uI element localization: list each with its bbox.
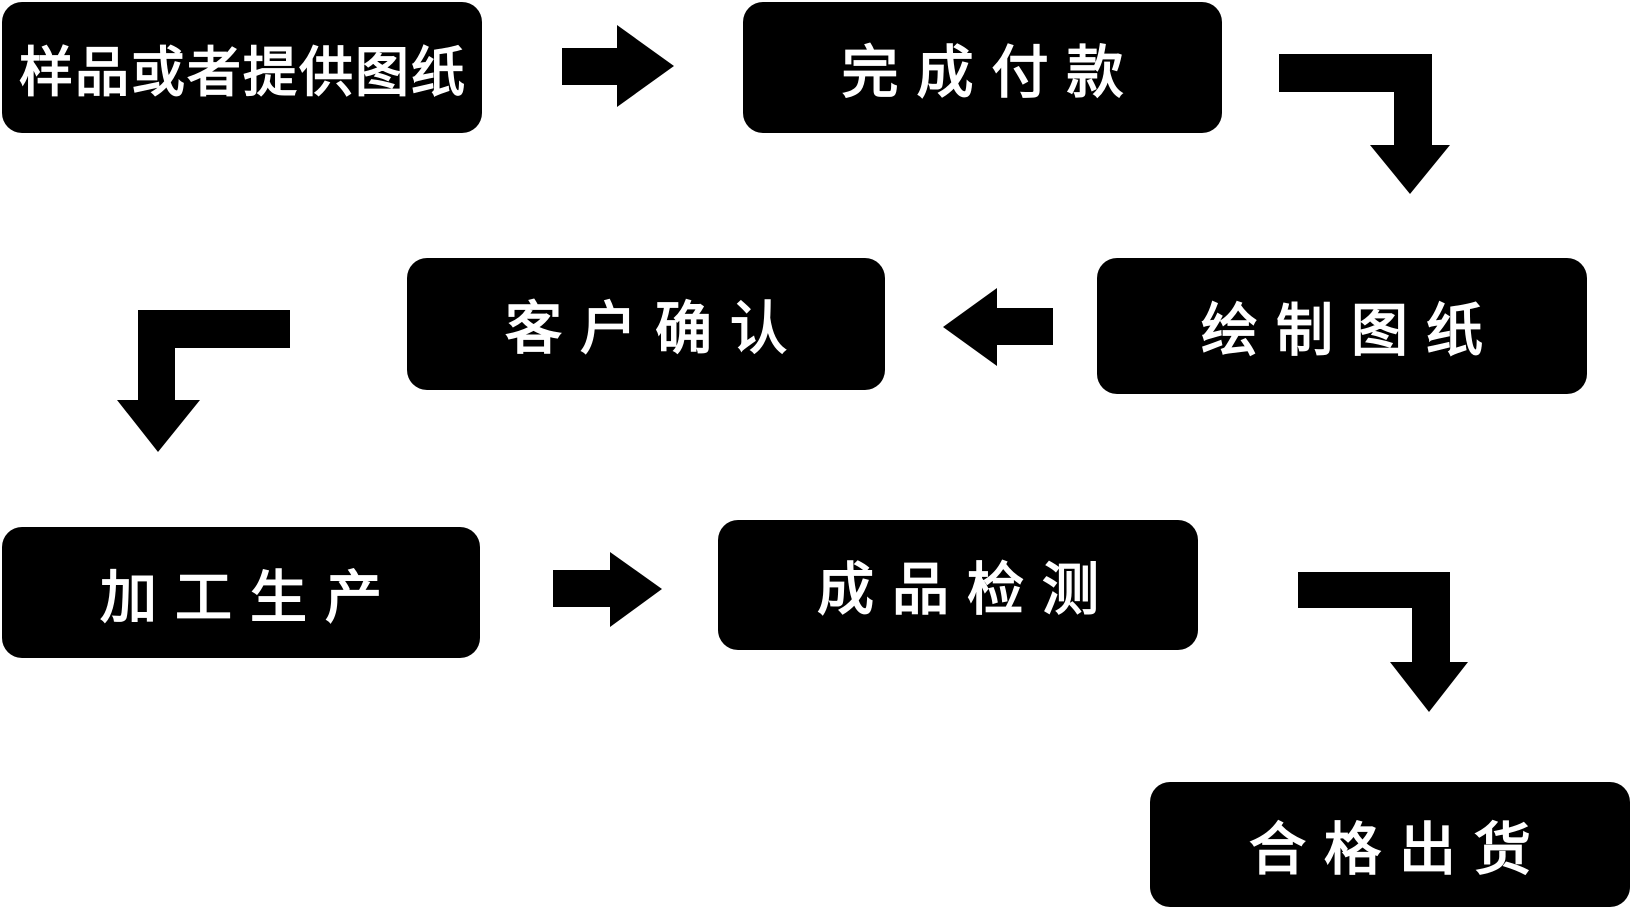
node-sample: 样品或者提供图纸 — [2, 2, 482, 133]
node-draw: 绘制图纸 — [1097, 258, 1587, 394]
left-arrow-icon-draw-to-confirm — [943, 288, 1053, 366]
right-arrow-icon-sample-to-payment — [562, 25, 674, 107]
node-production: 加工生产 — [2, 527, 480, 658]
elbow-down-arrow-icon-inspection-to-shipment — [1298, 572, 1468, 712]
node-shipment: 合格出货 — [1150, 782, 1630, 907]
elbow-down-arrow-icon-payment-to-draw — [1279, 54, 1450, 194]
node-inspection-label: 成品检测 — [817, 557, 1117, 623]
node-confirm: 客户确认 — [407, 258, 885, 390]
node-inspection: 成品检测 — [718, 520, 1198, 650]
right-arrow-icon-production-to-inspection — [553, 552, 662, 627]
node-payment-label: 完成付款 — [841, 39, 1142, 106]
node-draw-label: 绘制图纸 — [1201, 298, 1501, 364]
node-payment: 完成付款 — [743, 2, 1222, 133]
elbow-down-left-arrow-icon-confirm-to-production — [117, 310, 290, 452]
node-shipment-label: 合格出货 — [1249, 816, 1549, 883]
node-confirm-label: 客户确认 — [505, 296, 805, 362]
node-production-label: 加工生产 — [100, 564, 400, 631]
node-sample-label: 样品或者提供图纸 — [19, 41, 467, 104]
